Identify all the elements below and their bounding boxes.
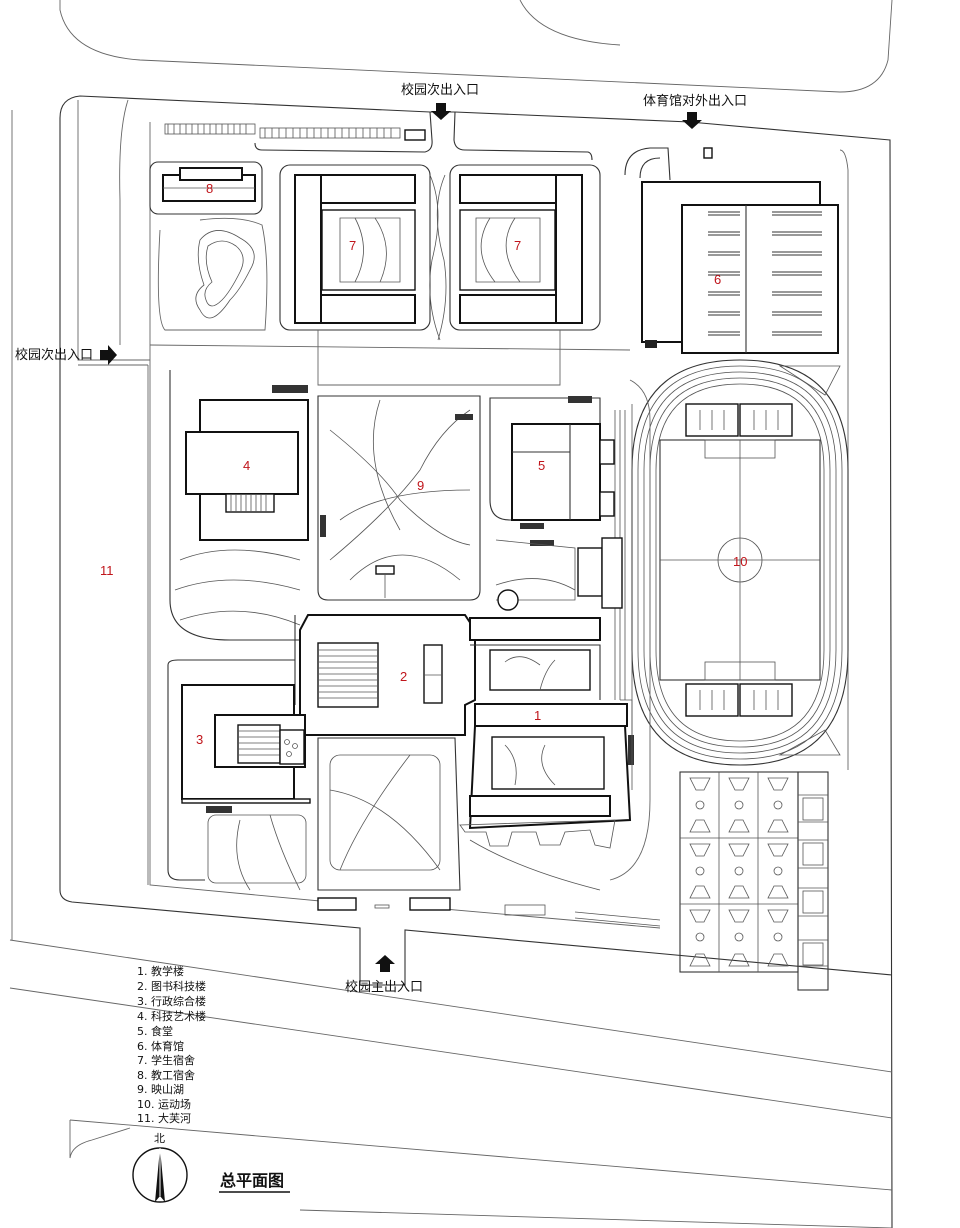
legend-item: 1. 教学楼 — [137, 964, 184, 978]
building-label-5: 5 — [538, 458, 545, 473]
garden-pond — [195, 230, 255, 319]
legend-item: 2. 图书科技楼 — [137, 979, 206, 993]
site-roads — [9, 0, 893, 1228]
building-label-3: 3 — [196, 732, 203, 747]
legend-item: 11. 大芙河 — [137, 1111, 191, 1125]
building-6 — [641, 181, 839, 354]
legend-item: 5. 食堂 — [137, 1024, 173, 1038]
legend-item: 3. 行政综合楼 — [137, 994, 206, 1008]
building-2 — [294, 614, 476, 736]
building-3 — [167, 659, 311, 881]
building-7-east — [449, 164, 601, 331]
legend-item: 7. 学生宿舍 — [137, 1053, 195, 1067]
sports-field — [631, 359, 849, 766]
building-label-1: 1 — [534, 708, 541, 723]
north-label: 北 — [154, 1132, 165, 1145]
lake-area-9 — [317, 395, 481, 601]
page-title: 总平面图 — [220, 1171, 284, 1190]
north-arrow-icon — [132, 1147, 188, 1203]
building-1 — [459, 617, 634, 849]
legend-item: 9. 映山湖 — [137, 1083, 184, 1096]
entrance-label-west: 校园次出入口 — [15, 347, 93, 363]
building-label-11: 11 — [100, 563, 114, 578]
building-label-6: 6 — [714, 272, 721, 287]
building-label-7b: 7 — [514, 238, 521, 253]
legend-item: 10. 运动场 — [137, 1097, 191, 1111]
building-label-2: 2 — [400, 669, 407, 684]
entrance-label-main: 校园主出入口 — [345, 979, 423, 995]
north-edge — [164, 111, 713, 181]
building-label-7a: 7 — [349, 238, 356, 253]
legend-item: 6. 体育馆 — [137, 1039, 184, 1053]
building-5 — [489, 396, 623, 611]
building-label-9: 9 — [417, 478, 424, 493]
entrance-label-north: 校园次出入口 — [401, 82, 479, 98]
building-label-8: 8 — [206, 181, 213, 196]
arrow-icon — [100, 103, 702, 972]
building-label-4: 4 — [243, 458, 250, 473]
building-label-10: 10 — [733, 554, 747, 569]
legend: 1. 教学楼 2. 图书科技楼 3. 行政综合楼 4. 科技艺术楼 5. 食堂 … — [137, 964, 206, 1125]
legend-item: 8. 教工宿舍 — [137, 1068, 195, 1082]
basketball-courts — [679, 771, 829, 991]
building-4 — [169, 370, 309, 641]
entrance-label-gym: 体育馆对外出入口 — [643, 93, 747, 109]
south-courtyard — [207, 737, 601, 911]
legend-item: 4. 科技艺术楼 — [137, 1009, 206, 1023]
building-8 — [149, 161, 263, 215]
building-7-west — [279, 164, 431, 331]
